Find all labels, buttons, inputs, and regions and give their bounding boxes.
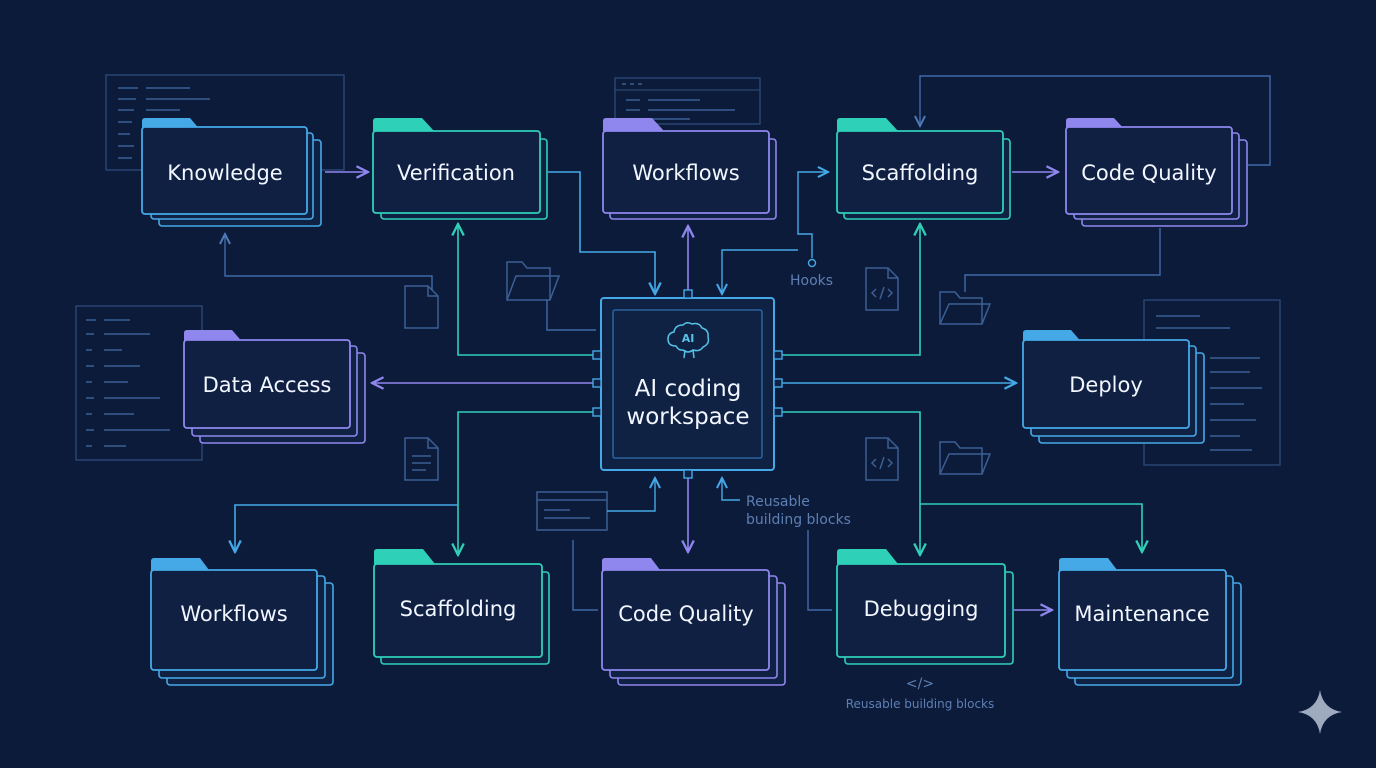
hooks-label: Hooks [790,273,833,289]
folder-tab [373,118,434,131]
card-scaffolding-top[interactable]: Scaffolding [836,118,1011,220]
connector-codequality-loop [920,75,1271,166]
connector-hooks [797,172,828,258]
card-data-access[interactable]: Data Access [183,330,366,444]
folder-tab [837,549,898,564]
card-label: Workflows [180,602,287,626]
card-label: Scaffolding [400,597,517,621]
card-label: Scaffolding [862,161,979,185]
card-label: Code Quality [618,602,753,626]
card-scaffolding-bottom[interactable]: Scaffolding [373,549,550,665]
folder-icon [506,261,561,301]
connector-hub-debugging [780,411,920,555]
connector-hub-verification [458,224,596,356]
folder-tab [374,549,435,564]
code-file-icon [865,437,899,481]
card-label: Workflows [632,161,739,185]
connector-verification-hub [548,171,655,294]
card-label: Data Access [203,373,332,397]
hooks-node [807,258,817,268]
card-label: Verification [397,161,515,185]
connector-hooks-hub [722,249,798,294]
connector-folder-hub [546,300,596,331]
card-code-quality-top[interactable]: Code Quality [1065,118,1248,227]
card-label: Code Quality [1081,161,1216,185]
code-glyph: </> [906,676,934,692]
connector-codequality-folder [964,228,1161,292]
connector-hub-workflows-bottom [235,504,458,552]
connector-file-knowledge [225,234,433,290]
connector-window-codequality [572,540,598,611]
hub-pins [592,289,783,479]
card-deploy[interactable]: Deploy [1022,330,1205,444]
card-workflows-top[interactable]: Workflows [602,118,777,220]
brain-icon [667,321,710,359]
folder-icon [939,441,992,475]
card-verification[interactable]: Verification [372,118,548,220]
card-label: Maintenance [1074,602,1209,626]
reusable-small-label: Reusable building blocks [846,697,995,711]
card-code-quality-bottom[interactable]: Code Quality [601,558,786,686]
connector-reusable-hub [722,478,740,501]
hub-ai-coding-workspace[interactable]: AI AI coding workspace [592,289,783,479]
folder-tab [837,118,898,131]
card-maintenance[interactable]: Maintenance [1058,558,1242,686]
document-icon [404,437,439,481]
folder-tab [603,118,664,131]
card-debugging[interactable]: Debugging [836,549,1014,665]
connector-window-hub [607,478,655,512]
connector-hub-scaffolding-bottom [458,411,596,555]
document-icon [404,285,439,329]
sparkle-icon [1298,690,1342,734]
connector-reusable-debugging [807,530,832,611]
hub-icon-text: AI [682,332,695,345]
reusable-label-line1: Reusable [746,494,810,510]
connector-hub-scaffolding [780,224,920,356]
connector-hub-maintenance [920,503,1142,552]
code-window-icon [536,491,608,531]
card-knowledge[interactable]: Knowledge [141,118,322,227]
hub-title-line1: AI coding [635,376,742,402]
code-window-workflows [614,77,761,125]
folder-icon [939,291,992,325]
hub-title-line2: workspace [626,404,749,430]
card-label: Debugging [864,597,979,621]
card-label: Knowledge [167,161,282,185]
reusable-label-line2: building blocks [746,512,851,528]
card-label: Deploy [1069,373,1143,397]
code-file-icon [865,267,899,311]
card-workflows-bottom[interactable]: Workflows [150,558,334,686]
